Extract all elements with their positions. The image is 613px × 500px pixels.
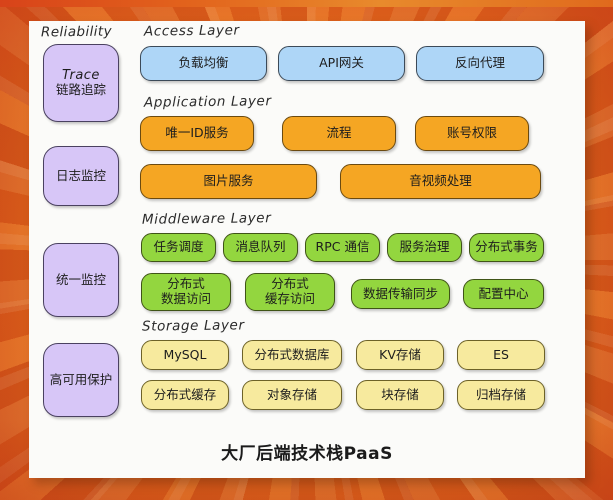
diagram-footer-title: 大厂后端技术栈PaaS (221, 444, 393, 464)
access-node-reverse-proxy[interactable]: 反向代理 (416, 46, 544, 81)
storage-node-mysql[interactable]: MySQL (141, 340, 229, 370)
reliability-item-unified-monitor[interactable]: 统一监控 (43, 243, 119, 317)
reliability-item-trace-en: Trace (62, 67, 100, 83)
application-node-account-permission[interactable]: 账号权限 (415, 116, 529, 151)
middleware-node-service-governance[interactable]: 服务治理 (387, 233, 462, 262)
storage-node-object-storage-label: 对象存储 (266, 386, 317, 402)
storage-node-es[interactable]: ES (457, 340, 545, 370)
middleware-layer-title: Middleware Layer (141, 210, 272, 228)
access-node-api-gateway[interactable]: API网关 (278, 46, 405, 81)
storage-node-block-storage[interactable]: 块存储 (356, 380, 444, 410)
application-node-av-processing[interactable]: 音视频处理 (340, 164, 541, 199)
access-node-load-balancer[interactable]: 负载均衡 (140, 46, 267, 81)
storage-node-kv-store[interactable]: KV存储 (356, 340, 444, 370)
storage-node-archive-storage[interactable]: 归档存储 (457, 380, 545, 410)
middleware-node-task-scheduling[interactable]: 任务调度 (141, 233, 216, 262)
storage-node-es-label: ES (493, 346, 509, 362)
middleware-node-data-transfer-sync-label: 数据传输同步 (362, 285, 438, 301)
storage-node-mysql-label: MySQL (163, 346, 207, 362)
middleware-node-rpc-label: RPC 通信 (315, 239, 370, 255)
application-node-av-processing-label: 音视频处理 (409, 173, 472, 189)
access-node-reverse-proxy-label: 反向代理 (454, 55, 505, 71)
storage-node-distributed-db[interactable]: 分布式数据库 (242, 340, 342, 370)
middleware-node-distributed-transaction-label: 分布式事务 (475, 239, 538, 255)
reliability-item-log-monitor-label: 日志监控 (55, 167, 106, 183)
storage-node-object-storage[interactable]: 对象存储 (242, 380, 342, 410)
access-node-api-gateway-label: API网关 (319, 55, 364, 71)
middleware-node-rpc[interactable]: RPC 通信 (305, 233, 380, 262)
storage-node-archive-storage-label: 归档存储 (475, 386, 526, 402)
application-node-image-service-label: 图片服务 (203, 173, 254, 189)
application-node-unique-id-service-label: 唯一ID服务 (165, 125, 229, 141)
reliability-column-title: Reliability (40, 23, 113, 41)
middleware-node-message-queue[interactable]: 消息队列 (223, 233, 298, 262)
reliability-item-unified-monitor-label: 统一监控 (55, 271, 106, 287)
reliability-item-trace[interactable]: Trace 链路追踪 (43, 44, 119, 122)
middleware-node-config-center[interactable]: 配置中心 (463, 279, 544, 309)
reliability-item-log-monitor[interactable]: 日志监控 (43, 146, 119, 206)
middleware-node-distributed-cache-access-label: 分布式 缓存访问 (264, 276, 315, 306)
application-node-workflow-label: 流程 (326, 125, 352, 141)
middleware-node-config-center-label: 配置中心 (478, 285, 529, 301)
application-node-account-permission-label: 账号权限 (446, 125, 497, 141)
middleware-node-distributed-transaction[interactable]: 分布式事务 (469, 233, 544, 262)
access-layer-title: Access Layer (143, 22, 240, 40)
storage-layer-title: Storage Layer (141, 317, 245, 335)
middleware-node-message-queue-label: 消息队列 (235, 239, 286, 255)
access-node-load-balancer-label: 负载均衡 (178, 55, 229, 71)
storage-node-distributed-cache[interactable]: 分布式缓存 (141, 380, 229, 410)
middleware-node-distributed-data-access[interactable]: 分布式 数据访问 (141, 273, 231, 311)
application-node-workflow[interactable]: 流程 (282, 116, 396, 151)
middleware-node-service-governance-label: 服务治理 (399, 239, 450, 255)
application-node-image-service[interactable]: 图片服务 (140, 164, 317, 199)
storage-node-distributed-cache-label: 分布式缓存 (153, 386, 217, 402)
reliability-item-ha-protection-label: 高可用保护 (49, 371, 113, 387)
reliability-item-trace-zh: 链路追踪 (55, 82, 106, 98)
background-top-stripe (0, 0, 613, 7)
middleware-node-task-scheduling-label: 任务调度 (153, 239, 204, 255)
storage-node-block-storage-label: 块存储 (381, 386, 419, 402)
diagram-card: Reliability Trace 链路追踪 日志监控 统一监控 高可用保护 A… (29, 21, 585, 478)
application-layer-title: Application Layer (143, 93, 272, 111)
storage-node-kv-store-label: KV存储 (379, 346, 421, 362)
middleware-node-data-transfer-sync[interactable]: 数据传输同步 (351, 279, 450, 309)
application-node-unique-id-service[interactable]: 唯一ID服务 (140, 116, 254, 151)
storage-node-distributed-db-label: 分布式数据库 (254, 346, 330, 362)
reliability-item-ha-protection[interactable]: 高可用保护 (43, 343, 119, 417)
middleware-node-distributed-cache-access[interactable]: 分布式 缓存访问 (245, 273, 335, 311)
middleware-node-distributed-data-access-label: 分布式 数据访问 (160, 276, 211, 306)
